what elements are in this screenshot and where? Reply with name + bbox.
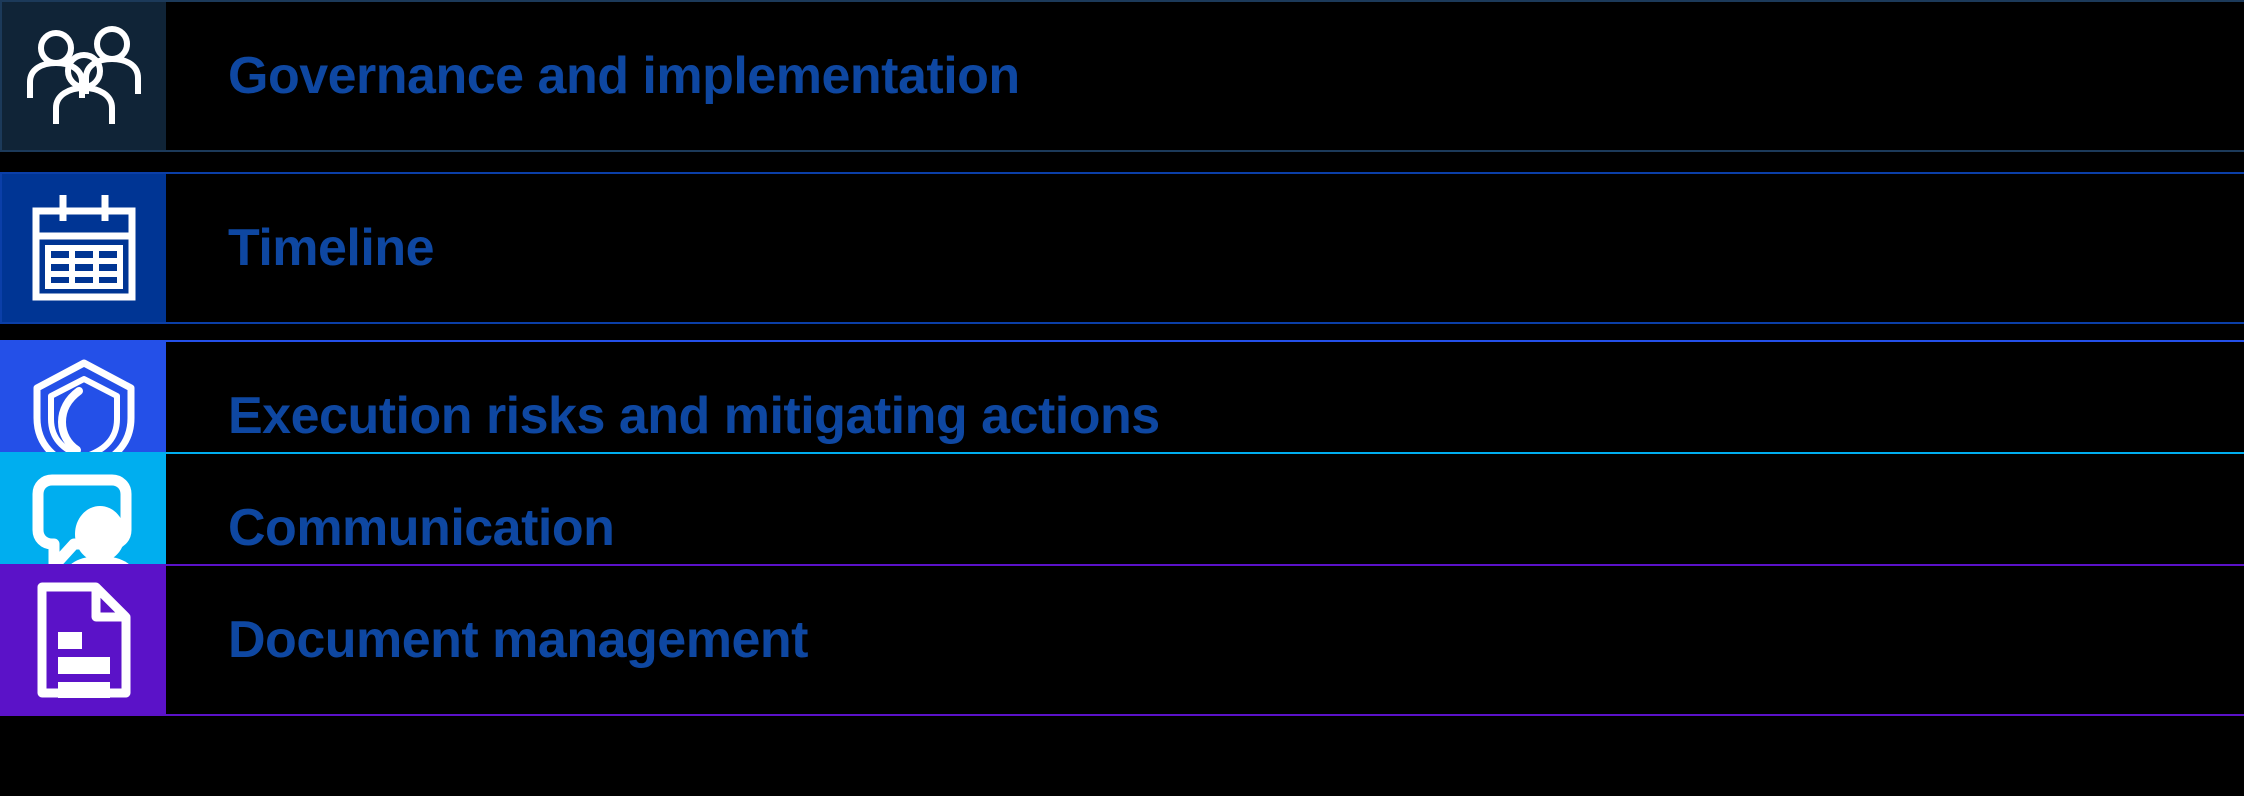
list-item[interactable]: Governance and implementation xyxy=(0,0,2244,152)
list-item[interactable]: Document management xyxy=(0,564,2244,716)
list-item-label: Document management xyxy=(228,611,808,669)
icon-tile xyxy=(2,174,166,322)
list-item-label: Execution risks and mitigating actions xyxy=(228,387,1160,445)
document-icon xyxy=(34,582,134,698)
icon-tile xyxy=(2,2,166,150)
calendar-icon xyxy=(30,193,138,303)
list-item[interactable]: Timeline xyxy=(0,172,2244,324)
list-item-label: Governance and implementation xyxy=(228,47,1020,105)
list-item-label: Communication xyxy=(228,499,615,557)
list-item-label: Timeline xyxy=(228,219,435,277)
people-group-icon xyxy=(24,24,144,128)
icon-tile xyxy=(2,566,166,714)
